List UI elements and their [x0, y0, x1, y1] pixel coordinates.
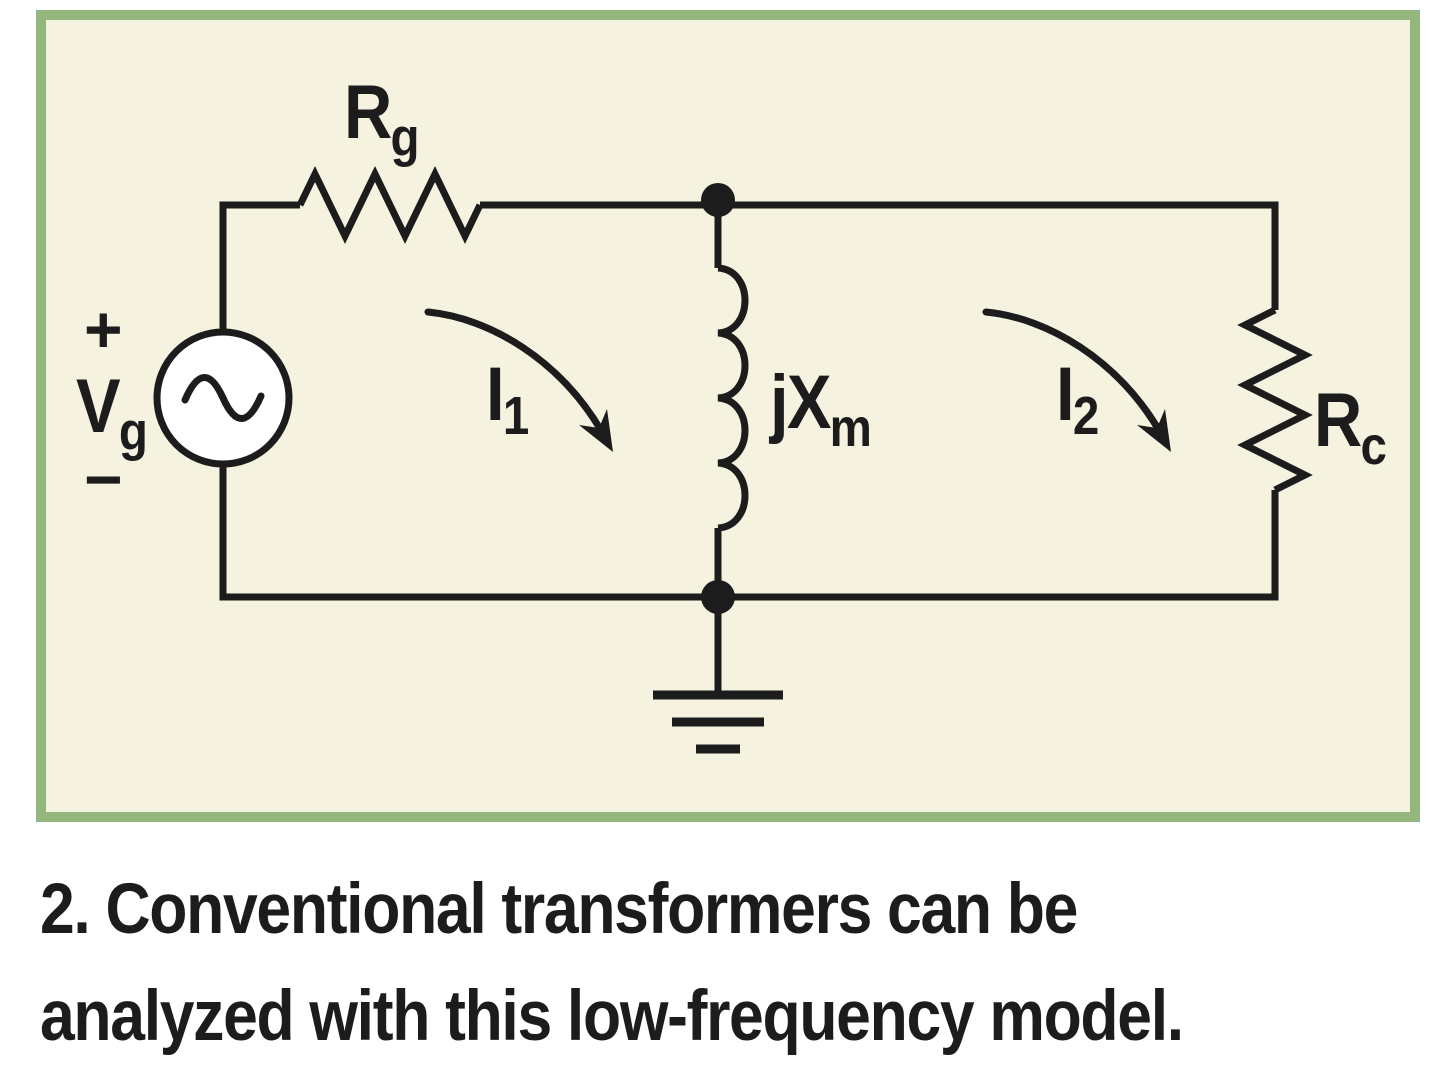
- arrow-curve-i1: [424, 308, 606, 436]
- label-rc-base: R: [1314, 378, 1362, 463]
- label-i1-sub: 1: [503, 385, 529, 446]
- label-source-minus: −: [84, 442, 123, 516]
- wires: [219, 201, 1279, 601]
- label-vg-sub: g: [119, 401, 147, 462]
- figure-caption: 2. Conventional transformers can be anal…: [40, 856, 1184, 1070]
- ground-icon: [653, 597, 783, 754]
- label-rc-sub: c: [1361, 415, 1387, 476]
- label-vg: Vg: [76, 364, 147, 462]
- arrow-head-i2: [1137, 409, 1171, 452]
- label-rg: Rg: [344, 70, 419, 168]
- label-i1: I1: [486, 352, 528, 446]
- arrow-head-i1: [579, 409, 613, 452]
- label-source-plus: +: [84, 292, 123, 366]
- resistor-rc-icon: [1237, 306, 1313, 494]
- label-jxm-base: jX: [768, 360, 832, 445]
- label-vg-base: V: [76, 364, 121, 449]
- inductor-jxm-icon: [714, 216, 749, 582]
- label-rg-sub: g: [391, 107, 419, 168]
- wire-top-right: [480, 201, 1279, 310]
- arrow-curve-i2: [982, 308, 1164, 436]
- caption-line-1: 2. Conventional transformers can be: [40, 870, 1078, 949]
- ac-source-icon: [153, 328, 293, 468]
- label-i2: I2: [1056, 352, 1098, 446]
- label-i1-base: I: [486, 352, 503, 437]
- wire-top-left: [219, 201, 300, 332]
- label-rg-base: R: [344, 70, 392, 155]
- label-jxm: jXm: [768, 360, 871, 458]
- sine-wave-icon: [181, 374, 265, 422]
- inductor-coil: [717, 264, 749, 532]
- label-i2-base: I: [1056, 352, 1073, 437]
- label-i2-sub: 2: [1073, 385, 1099, 446]
- wire-bottom-loop: [219, 464, 1279, 601]
- junction-dot-top: [701, 183, 735, 217]
- label-rc: Rc: [1314, 378, 1386, 476]
- caption-line-2: analyzed with this low-frequency model.: [40, 977, 1184, 1056]
- current-arrow-i2: [982, 308, 1171, 452]
- resistor-rg-icon: [296, 165, 484, 245]
- current-arrow-i1: [424, 308, 613, 452]
- label-jxm-sub: m: [830, 397, 871, 458]
